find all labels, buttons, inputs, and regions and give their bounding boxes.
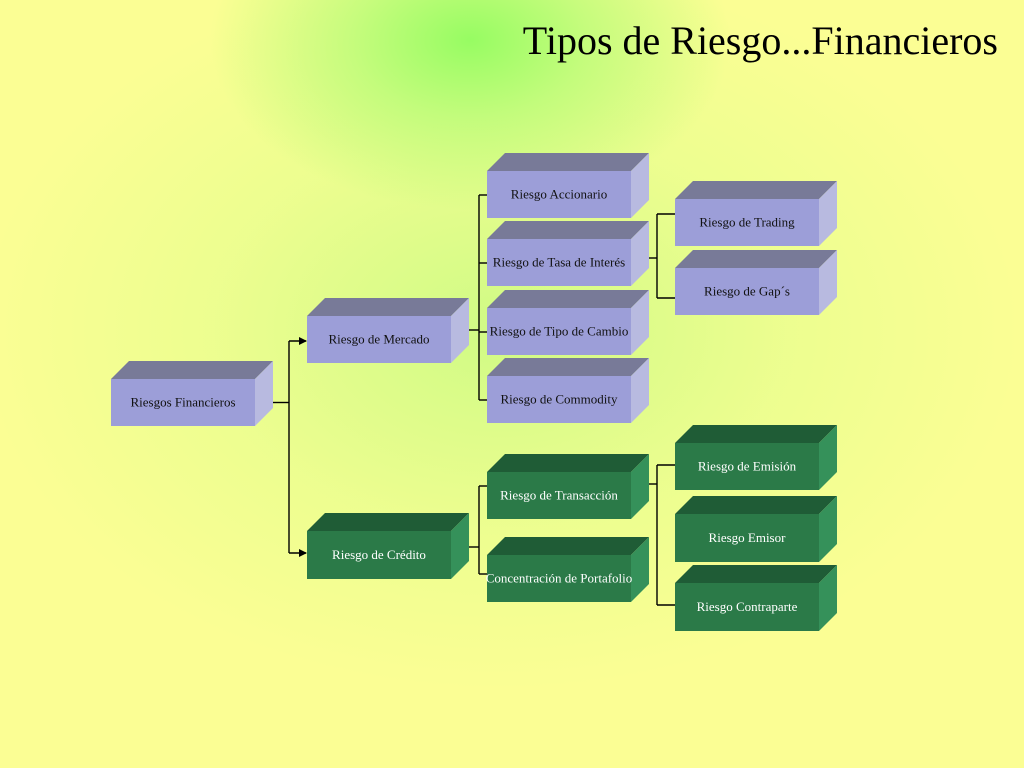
box-top-face: [487, 153, 649, 171]
node-tipo-cambio: Riesgo de Tipo de Cambio: [487, 290, 649, 355]
node-label: Riesgo de Emisión: [698, 459, 797, 474]
box-front-face: [675, 443, 819, 490]
connectors: [273, 194, 675, 606]
node-label: Riesgo Contraparte: [697, 599, 798, 614]
box-side-face: [451, 298, 469, 363]
node-label: Riesgo de Gap´s: [704, 284, 790, 299]
node-gaps: Riesgo de Gap´s: [675, 250, 837, 315]
box-side-face: [451, 513, 469, 579]
box-front-face: [487, 472, 631, 519]
node-transaccion: Riesgo de Transacción: [487, 454, 649, 519]
node-tasa: Riesgo de Tasa de Interés: [487, 221, 649, 286]
box-top-face: [487, 221, 649, 239]
box-front-face: [487, 555, 631, 602]
connector-credito: [469, 485, 487, 575]
box-front-face: [307, 531, 451, 579]
connector-transaccion: [649, 464, 675, 606]
node-commodity: Riesgo de Commodity: [487, 358, 649, 423]
node-root: Riesgos Financieros: [111, 361, 273, 426]
node-emision: Riesgo de Emisión: [675, 425, 837, 490]
box-side-face: [631, 454, 649, 519]
connector-mercado: [469, 194, 487, 401]
box-side-face: [631, 153, 649, 218]
node-label: Riesgo de Crédito: [332, 547, 426, 562]
node-label: Riesgo Accionario: [511, 187, 607, 202]
connector-root: [273, 337, 307, 557]
box-side-face: [819, 565, 837, 631]
box-top-face: [307, 298, 469, 316]
box-side-face: [631, 537, 649, 602]
box-side-face: [631, 290, 649, 355]
box-side-face: [819, 496, 837, 562]
box-front-face: [307, 316, 451, 363]
box-side-face: [631, 221, 649, 286]
box-top-face: [487, 290, 649, 308]
node-label: Riesgo de Tipo de Cambio: [490, 324, 629, 339]
box-top-face: [487, 537, 649, 555]
box-front-face: [487, 308, 631, 355]
box-front-face: [487, 376, 631, 423]
connector-tasa: [649, 213, 675, 299]
box-side-face: [631, 358, 649, 423]
node-label: Concentración de Portafolio: [486, 571, 633, 586]
node-mercado: Riesgo de Mercado: [307, 298, 469, 363]
box-front-face: [111, 379, 255, 426]
box-front-face: [675, 199, 819, 246]
node-credito: Riesgo de Crédito: [307, 513, 469, 579]
node-label: Riesgo de Commodity: [501, 392, 619, 407]
box-top-face: [307, 513, 469, 531]
box-top-face: [487, 358, 649, 376]
box-front-face: [487, 239, 631, 286]
box-top-face: [675, 250, 837, 268]
node-concentracion: Concentración de Portafolio: [486, 537, 649, 602]
box-top-face: [487, 454, 649, 472]
box-top-face: [675, 496, 837, 514]
box-top-face: [111, 361, 273, 379]
box-front-face: [675, 514, 819, 562]
node-label: Riesgo de Trading: [699, 215, 795, 230]
node-accionario: Riesgo Accionario: [487, 153, 649, 218]
box-side-face: [819, 250, 837, 315]
box-front-face: [675, 268, 819, 315]
node-label: Riesgo de Tasa de Interés: [493, 255, 625, 270]
box-side-face: [819, 425, 837, 490]
box-top-face: [675, 565, 837, 583]
node-label: Riesgo de Transacción: [500, 488, 618, 503]
node-label: Riesgos Financieros: [130, 395, 235, 410]
box-side-face: [255, 361, 273, 426]
box-top-face: [675, 181, 837, 199]
node-emisor: Riesgo Emisor: [675, 496, 837, 562]
page-title: Tipos de Riesgo...Financieros: [522, 18, 998, 63]
node-label: Riesgo Emisor: [709, 530, 787, 545]
box-side-face: [819, 181, 837, 246]
box-front-face: [675, 583, 819, 631]
node-label: Riesgo de Mercado: [328, 332, 429, 347]
node-contraparte: Riesgo Contraparte: [675, 565, 837, 631]
box-front-face: [487, 171, 631, 218]
node-trading: Riesgo de Trading: [675, 181, 837, 246]
box-top-face: [675, 425, 837, 443]
